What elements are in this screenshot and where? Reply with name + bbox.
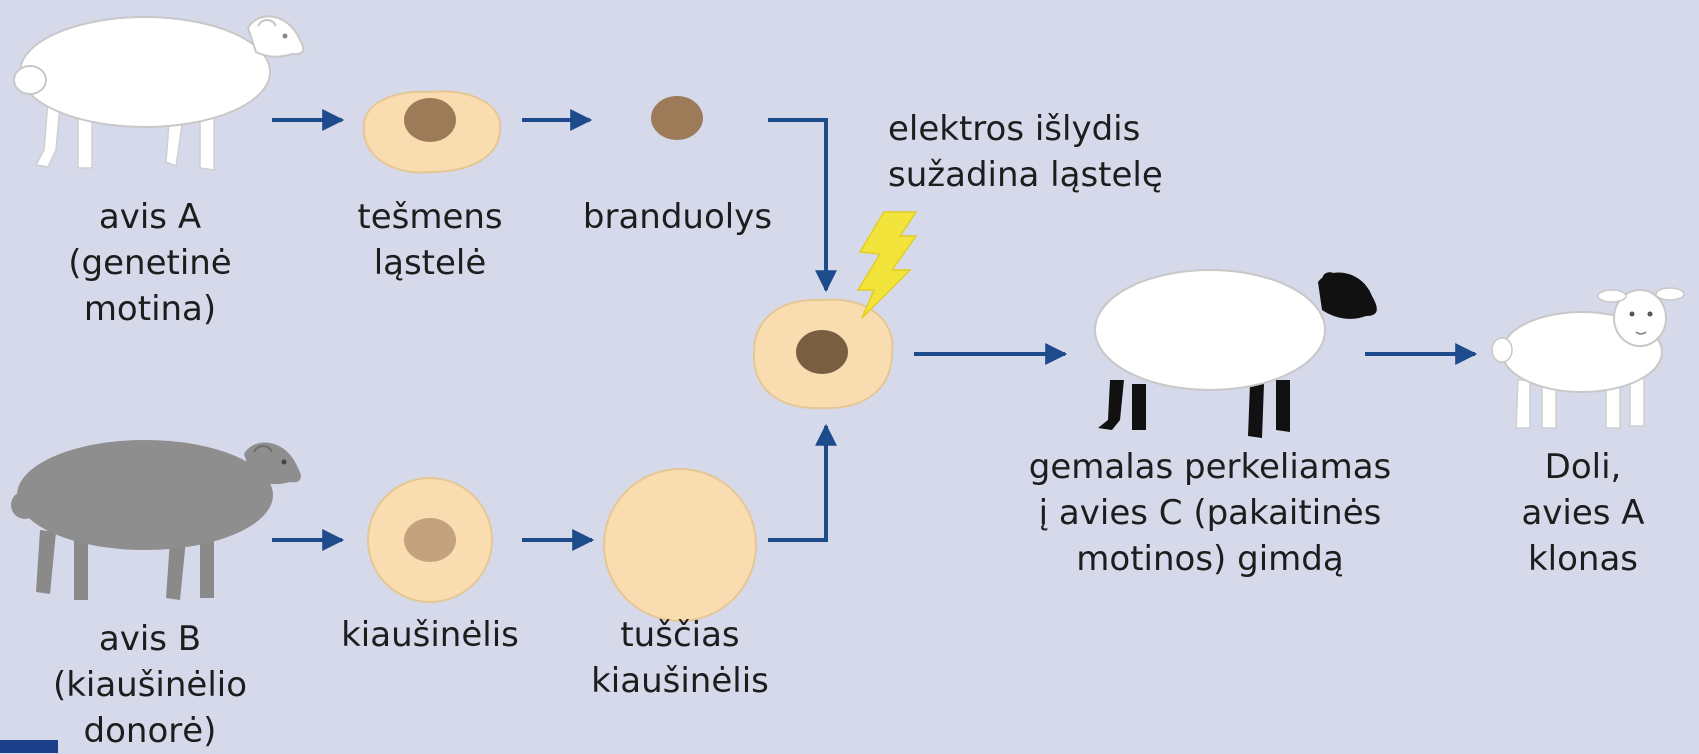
isolated-nucleus [651,96,703,140]
egg-cell-nucleus [404,518,456,562]
sheep-a-white-icon [14,16,303,170]
label-nucleus: branduolys [555,194,800,240]
sheep-c-blackface-icon [1095,270,1377,438]
arrow-empty-egg-to-fused-cell [768,426,826,540]
lightning-icon [858,212,916,318]
empty-egg-cell [604,469,756,621]
udder-cell-nucleus [404,98,456,142]
fused-cell [754,300,893,409]
udder-cell [364,91,500,172]
corner-marker [0,740,58,753]
label-egg: kiaušinėlis [310,612,550,658]
egg-cell [368,478,492,602]
sheep-b-gray-icon [11,440,301,600]
lamb-dolly-icon [1492,288,1684,428]
fused-cell-nucleus [796,330,848,374]
